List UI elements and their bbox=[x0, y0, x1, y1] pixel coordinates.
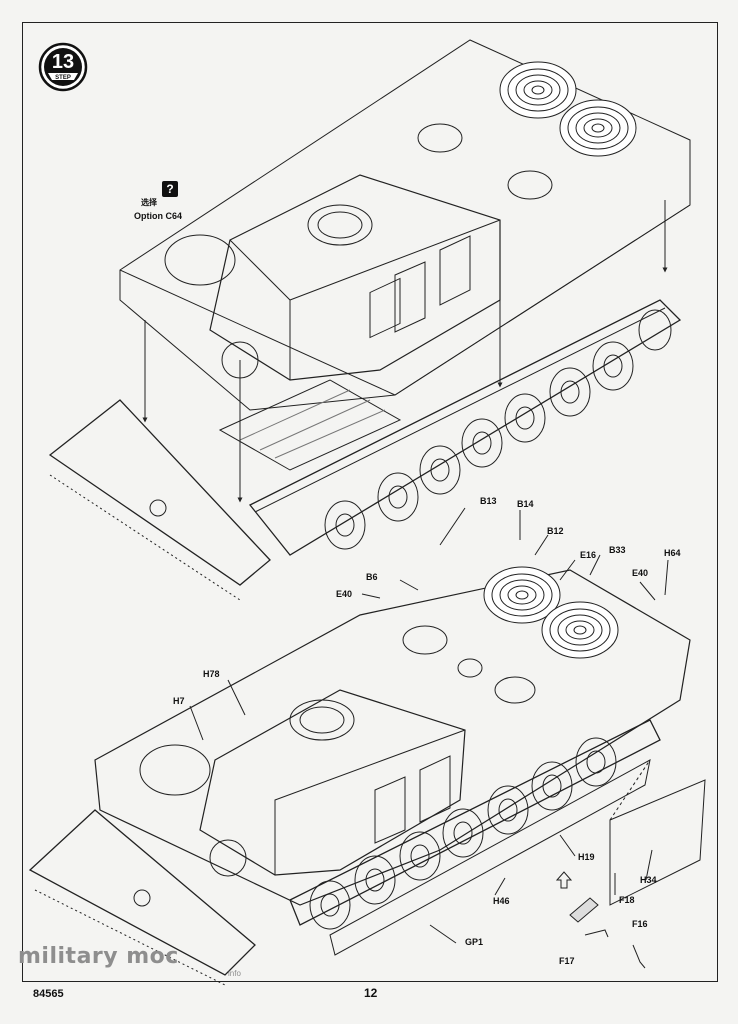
callout-b13: B13 bbox=[480, 496, 497, 506]
side-plate-h34 bbox=[609, 779, 706, 906]
step-badge: 13 STEP bbox=[38, 42, 88, 92]
page-border bbox=[22, 22, 718, 982]
callout-h19: H19 bbox=[578, 852, 595, 862]
kit-code: 84565 bbox=[33, 988, 64, 1000]
callout-f17: F17 bbox=[559, 956, 575, 966]
part-f18 bbox=[569, 897, 599, 923]
callout-h34: H34 bbox=[640, 875, 657, 885]
callout-h46: H46 bbox=[493, 896, 510, 906]
callout-h64: H64 bbox=[664, 548, 681, 558]
callout-e40-left: E40 bbox=[336, 589, 353, 599]
callout-b6: B6 bbox=[366, 572, 378, 582]
top-road-wheels bbox=[324, 309, 672, 550]
callout-e16: E16 bbox=[580, 550, 597, 560]
callout-f16: F16 bbox=[632, 919, 648, 929]
part-f17 bbox=[584, 929, 609, 938]
question-icon: ? bbox=[162, 181, 178, 197]
bottom-fan-grilles bbox=[483, 566, 619, 659]
callout-e40-right: E40 bbox=[632, 568, 649, 578]
bottom-road-wheels bbox=[309, 737, 617, 930]
callout-f18: F18 bbox=[619, 895, 635, 905]
step-word: STEP bbox=[55, 75, 71, 81]
callout-h7: H7 bbox=[173, 696, 185, 706]
callout-gp1: GP1 bbox=[465, 937, 484, 947]
callout-b14: B14 bbox=[517, 499, 534, 509]
up-arrow-icon bbox=[555, 871, 573, 889]
option-marker: ? bbox=[140, 180, 200, 198]
option-c64-label: Option C64 bbox=[134, 211, 183, 221]
callout-b12: B12 bbox=[547, 526, 564, 536]
watermark-logo: military moc bbox=[18, 944, 179, 969]
top-dozer-blade bbox=[48, 399, 271, 586]
callout-h78: H78 bbox=[203, 669, 220, 679]
step-number: 13 bbox=[52, 51, 74, 73]
bottom-dozer-blade bbox=[28, 809, 256, 976]
part-f16 bbox=[632, 944, 646, 969]
option-cjk-label: 选择 bbox=[141, 198, 157, 207]
top-fan-grilles bbox=[499, 61, 637, 157]
watermark-sub: info bbox=[228, 969, 241, 978]
page-number: 12 bbox=[364, 986, 378, 1000]
callout-b33: B33 bbox=[609, 545, 626, 555]
